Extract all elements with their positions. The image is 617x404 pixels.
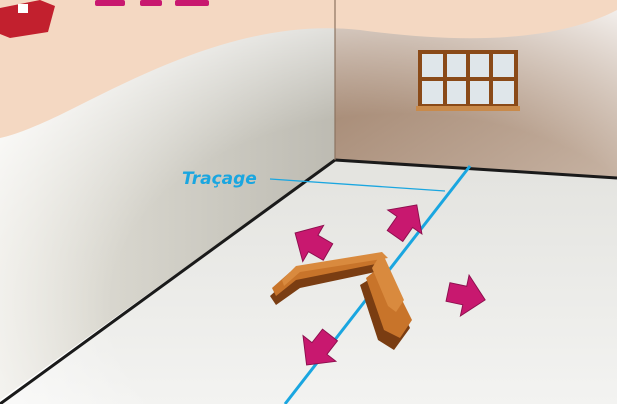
title-banner xyxy=(0,0,617,138)
floor-back-edge xyxy=(334,158,617,180)
parquet-chevron-icon xyxy=(270,252,412,350)
badge-icon xyxy=(0,0,55,38)
banner-text-fragments xyxy=(95,0,209,6)
floor-left-edge xyxy=(0,158,336,404)
callout-leader xyxy=(269,178,446,192)
window-icon xyxy=(416,50,520,111)
callout-label: Traçage xyxy=(182,169,257,189)
